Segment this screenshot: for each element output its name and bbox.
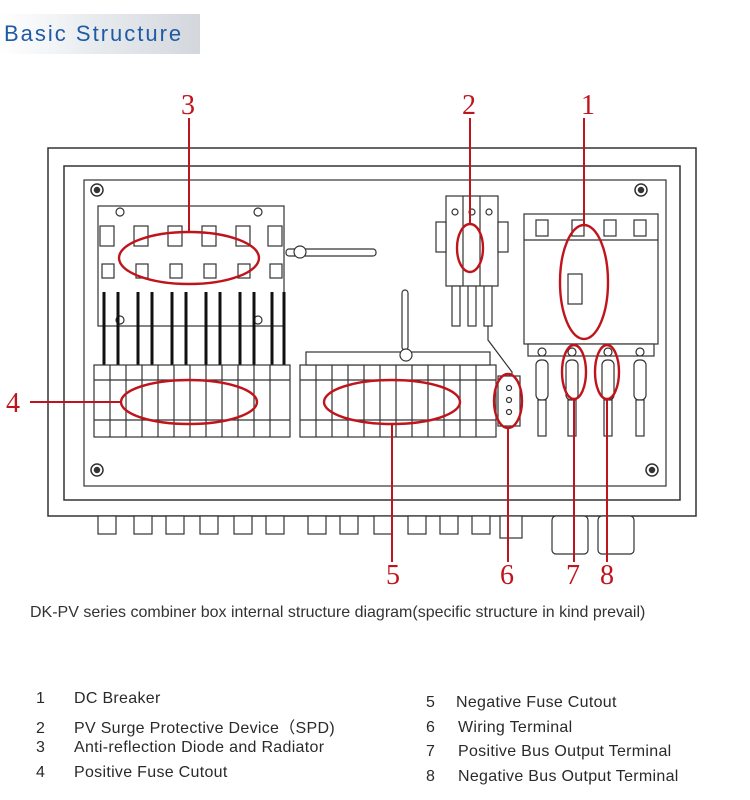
callout-3: 3 bbox=[181, 90, 195, 121]
legend-item: 5 Negative Fuse Cutout bbox=[426, 694, 617, 712]
legend-number: 7 bbox=[426, 743, 436, 760]
legend-number: 1 bbox=[36, 690, 46, 707]
mounting-screws bbox=[90, 183, 659, 477]
callout-2: 2 bbox=[462, 90, 476, 121]
diode-wires bbox=[102, 292, 286, 365]
legend-item: 2 PV Surge Protective Device（SPD) bbox=[36, 714, 335, 738]
negative-fuse-row bbox=[299, 289, 497, 438]
callout-7: 7 bbox=[566, 560, 580, 591]
callout-4: 4 bbox=[6, 388, 20, 419]
callout-1: 1 bbox=[581, 90, 595, 121]
legend-label: Positive Bus Output Terminal bbox=[458, 743, 672, 760]
legend-item: 6 Wiring Terminal bbox=[426, 719, 572, 737]
diode-radiator-block bbox=[97, 205, 377, 327]
callout-8: 8 bbox=[600, 560, 614, 591]
positive-fuse-row bbox=[93, 364, 291, 438]
legend-label: DC Breaker bbox=[74, 690, 161, 707]
dc-breaker bbox=[523, 213, 659, 437]
leader-lines bbox=[30, 118, 608, 562]
legend-number: 4 bbox=[36, 764, 46, 781]
legend-item: 7 Positive Bus Output Terminal bbox=[426, 743, 672, 761]
legend-number: 2 bbox=[36, 720, 46, 737]
wiring-terminal-block bbox=[497, 375, 521, 427]
legend-number: 3 bbox=[36, 739, 46, 756]
cable-glands bbox=[97, 515, 635, 555]
legend-item: 3 Anti-reflection Diode and Radiator bbox=[36, 739, 324, 757]
legend-item: 8 Negative Bus Output Terminal bbox=[426, 768, 679, 786]
section-title: Basic Structure bbox=[4, 21, 184, 46]
legend-label: Positive Fuse Cutout bbox=[74, 764, 228, 781]
legend-number: 8 bbox=[426, 768, 436, 785]
callout-5: 5 bbox=[386, 560, 400, 591]
combiner-box-diagram: 1 2 3 4 5 6 7 8 bbox=[6, 90, 697, 591]
callout-6: 6 bbox=[500, 560, 514, 591]
legend-item: 4 Positive Fuse Cutout bbox=[36, 764, 228, 782]
diagram-caption: DK-PV series combiner box internal struc… bbox=[30, 604, 646, 621]
legend-number: 6 bbox=[426, 719, 436, 736]
legend-number: 5 bbox=[426, 694, 436, 711]
legend-label: Anti-reflection Diode and Radiator bbox=[74, 739, 325, 756]
section-header: Basic Structure bbox=[0, 14, 200, 54]
legend-label: Negative Bus Output Terminal bbox=[458, 768, 679, 785]
enclosure bbox=[47, 147, 697, 517]
legend-label: Negative Fuse Cutout bbox=[456, 694, 617, 711]
legend-label: PV Surge Protective Device（SPD) bbox=[74, 720, 335, 737]
legend-label: Wiring Terminal bbox=[458, 719, 573, 736]
legend-item: 1 DC Breaker bbox=[36, 690, 161, 708]
